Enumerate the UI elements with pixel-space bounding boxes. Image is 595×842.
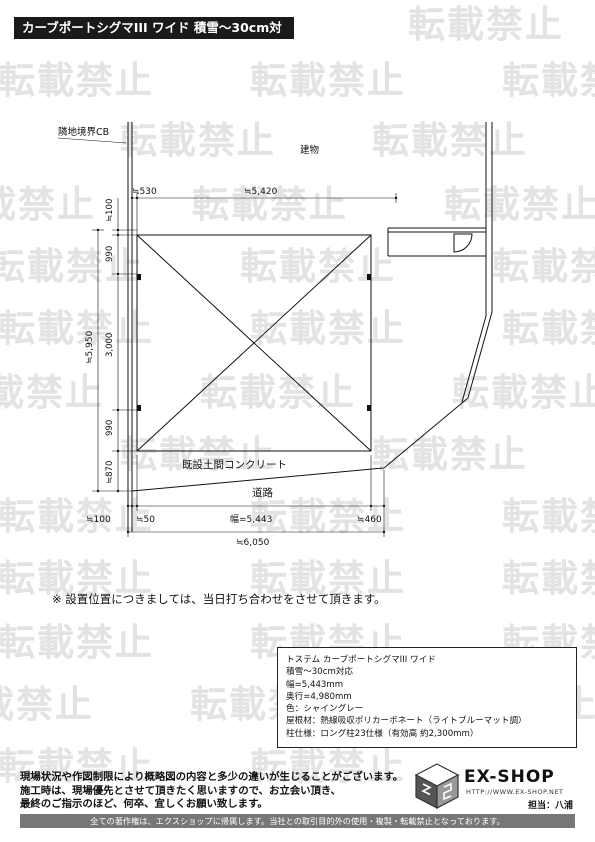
spec-line: 幅=5,443mm bbox=[286, 679, 344, 690]
watermark-text: 転載禁止 bbox=[0, 307, 154, 350]
disclaimer-line: 現場状況や作図制限により概略図の内容と多少の違いが生じることがございます。 bbox=[20, 771, 404, 783]
dim-bottom-50: ≒50 bbox=[136, 515, 155, 525]
building-label: 建物 bbox=[300, 144, 320, 156]
page-title: カーブポートシグマIII ワイド 積雪～30cm対応 bbox=[14, 17, 294, 57]
staff-name: 担当：八浦 bbox=[528, 801, 574, 811]
spec-line: 積雪～30cm対応 bbox=[286, 667, 354, 678]
spec-line: トステム カーブポートシグマIII ワイド bbox=[286, 655, 436, 665]
watermark-text: 転載禁止 bbox=[0, 245, 144, 288]
watermark-row: 転載禁止 転載禁止 転載禁止 bbox=[0, 298, 595, 352]
concrete-label: 既設土間コンクリート bbox=[182, 458, 287, 471]
dim-left-870: ≒870 bbox=[105, 461, 115, 484]
website-url: HTTP://WWW.EX-SHOP.NET bbox=[466, 788, 564, 796]
disclaimer-line: 施工時は、現場優先とさせて頂きたく思いますので、お立会い頂き、 bbox=[20, 784, 341, 797]
watermark-row: 転載禁止 転載禁止 転載禁止 bbox=[0, 174, 595, 228]
watermark-text: 転載禁止 bbox=[250, 557, 406, 600]
building-edge bbox=[383, 256, 493, 469]
watermark-text: 転載禁止 bbox=[0, 495, 154, 538]
watermark-row: 転載禁止 転載禁止 bbox=[0, 736, 595, 790]
post-markers bbox=[137, 274, 371, 411]
watermark-text: 転載禁止 bbox=[0, 745, 154, 788]
watermark-text: 転載禁止 bbox=[502, 557, 595, 600]
watermark-text: 転載禁止 bbox=[408, 3, 564, 46]
building-edge bbox=[461, 256, 487, 403]
watermark-row: 転載禁止 転載禁止 転載禁止 bbox=[0, 236, 595, 290]
brand-name: EX-SHOP bbox=[464, 767, 555, 787]
watermark-text: 転載禁止 bbox=[444, 183, 595, 226]
watermark-text: 転載禁止 bbox=[372, 433, 528, 476]
watermark-text: 転載禁止 bbox=[240, 245, 396, 288]
watermark-text: 転載禁止 bbox=[0, 683, 94, 726]
watermark-text: 転載禁止 bbox=[502, 59, 595, 102]
watermark-text: 転載禁止 bbox=[250, 59, 406, 102]
watermark-text: 転載禁止 bbox=[372, 119, 528, 162]
watermark-text: 転載禁止 bbox=[0, 557, 154, 600]
watermark-text: 転載禁止 bbox=[492, 245, 595, 288]
dim-left-990b: 990 bbox=[105, 420, 115, 436]
carport-roof bbox=[136, 234, 372, 452]
watermark-text: 転載禁止 bbox=[250, 495, 406, 538]
watermark-text: 転載禁止 bbox=[250, 745, 406, 788]
watermark-row: 転載禁止 転載禁止 転載禁止 bbox=[0, 486, 595, 540]
dim-left-5950: ≒5,950 bbox=[85, 330, 95, 364]
road-edge bbox=[131, 467, 385, 492]
disclaimer: 現場状況や作図制限により概略図の内容と多少の違いが生じることがございます。 施工… bbox=[20, 771, 403, 812]
watermark-text: 転載禁止 bbox=[502, 307, 595, 350]
disclaimer-line: 最終のご指示のほど、何卒、宜しくお願い致します。 bbox=[20, 798, 268, 810]
watermark-text: 転載禁止 bbox=[502, 495, 595, 538]
watermark-row: 転載禁止 転載禁止 転載禁止 bbox=[0, 50, 595, 104]
watermark-text: 転載禁止 bbox=[452, 371, 595, 414]
watermark-text: 転載禁止 bbox=[250, 307, 406, 350]
watermark-text: 転載禁止 bbox=[200, 371, 356, 414]
dim-left-990a: 990 bbox=[105, 246, 115, 262]
dim-bottom-width: 幅=5,443 bbox=[230, 513, 272, 525]
neighbor-wall-label: 隣地境界CB bbox=[58, 126, 109, 138]
roof-diagonal bbox=[136, 234, 372, 452]
watermark-text: 転載禁止 bbox=[0, 621, 154, 664]
watermark-text: 転載禁止 bbox=[192, 183, 348, 226]
watermark-text: 転載禁止 bbox=[120, 433, 276, 476]
spec-line: 柱仕様：ロング柱23仕様（有効高 約2,300mm） bbox=[286, 728, 479, 739]
spec-line: 屋根材：熱線吸収ポリカーボネート（ライトブルーマット調） bbox=[286, 716, 527, 727]
dim-bottom-460: ≒460 bbox=[357, 515, 382, 525]
watermark-text: 転載禁止 bbox=[0, 59, 154, 102]
dim-bottom-100: ≒100 bbox=[86, 515, 111, 525]
watermark-row: 転載禁止 転載禁止 転載禁止 bbox=[0, 362, 595, 416]
watermark-text: 転載禁止 bbox=[120, 119, 276, 162]
watermark-text: 転載禁止 bbox=[0, 183, 96, 226]
installation-note: ※ 設置位置につきましては、当日打ち合わせをさせて頂きます。 bbox=[52, 592, 386, 606]
copyright-bar: 全ての著作権は、エクスショップに帰属します。当社との取引目的外の使用・複製・転載… bbox=[20, 814, 575, 828]
dim-top-530: ≒530 bbox=[132, 187, 157, 197]
spec-box: トステム カーブポートシグマIII ワイド 積雪～30cm対応 幅=5,443m… bbox=[277, 647, 577, 748]
door-swing bbox=[453, 233, 473, 253]
watermark-text: 転載禁止 bbox=[0, 371, 104, 414]
spec-line: 奥行=4,980mm bbox=[286, 691, 352, 702]
spec-line: 色：シャイングレー bbox=[286, 704, 364, 715]
road-label: 道路 bbox=[252, 486, 273, 499]
watermark-row: 転載禁止 bbox=[408, 0, 595, 48]
watermark-row: 転載禁止 転載禁止 転載禁止 bbox=[0, 548, 595, 602]
dim-left-3000: 3,000 bbox=[105, 333, 115, 357]
dim-left-100: ≒100 bbox=[105, 199, 115, 222]
dim-bottom-6050: ≒6,050 bbox=[236, 538, 270, 548]
ex-shop-logo-icon bbox=[414, 763, 460, 809]
dim-top-5420: ≒5,420 bbox=[244, 187, 278, 197]
